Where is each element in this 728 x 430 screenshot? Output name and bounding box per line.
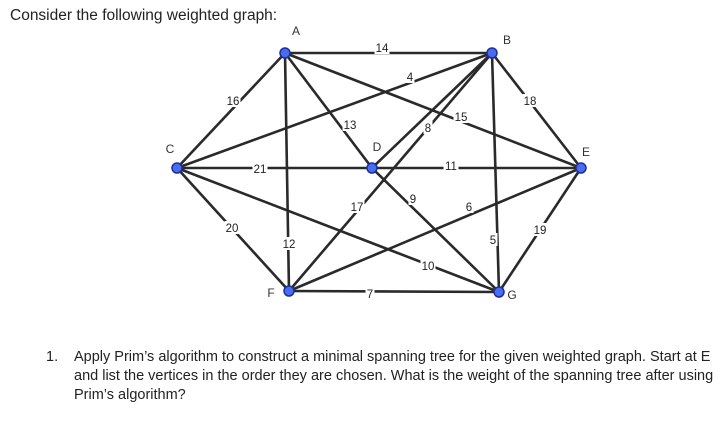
weight-label-f-g: 7 bbox=[367, 289, 373, 301]
vertex-g bbox=[493, 286, 505, 298]
weight-bg-c-d bbox=[252, 162, 268, 175]
edge-a-f bbox=[283, 52, 291, 292]
weight-bg-a-f bbox=[281, 237, 297, 250]
weighted-graph: 14 16 12 13 15 18 5 4 8 17 21 20 10 11 9 19 6 7 A B C D E F G bbox=[166, 24, 590, 302]
weight-label-c-d: 21 bbox=[254, 164, 267, 176]
question: 1. Apply Prim’s algorithm to construct a… bbox=[46, 348, 716, 405]
vertex-a bbox=[279, 47, 291, 59]
weight-label-c-g: 10 bbox=[422, 261, 435, 273]
weight-bg-c-f bbox=[224, 221, 240, 234]
vertices-layer: A B C D E F G bbox=[166, 24, 590, 302]
weight-label-e-f: 6 bbox=[466, 202, 472, 214]
intro-text: Consider the following weighted graph: bbox=[10, 7, 278, 24]
weight-bg-d-g bbox=[408, 192, 418, 205]
vertex-label-c: C bbox=[166, 142, 175, 156]
weight-label-a-e: 15 bbox=[455, 112, 468, 124]
weight-bg-f-g bbox=[365, 287, 375, 300]
vertex-label-g: G bbox=[507, 288, 516, 302]
weight-label-c-f: 20 bbox=[226, 223, 239, 235]
vertex-d bbox=[366, 162, 378, 174]
weights-layer: 14 16 12 13 15 18 5 4 8 17 21 20 10 11 9 19 6 7 bbox=[224, 41, 548, 301]
vertex-label-b: B bbox=[503, 33, 511, 47]
weight-bg-b-g bbox=[488, 233, 498, 246]
weight-bg-e-g bbox=[532, 223, 548, 236]
weight-label-b-f: 17 bbox=[351, 202, 364, 214]
weight-bg-a-c bbox=[225, 94, 241, 107]
vertex-b bbox=[486, 47, 498, 59]
edge-f-g bbox=[288, 289, 500, 294]
edge-a-d bbox=[283, 52, 374, 169]
edge-b-e bbox=[490, 52, 583, 169]
vertex-f bbox=[283, 285, 295, 297]
question-number: 1. bbox=[46, 349, 59, 365]
weight-label-e-g: 19 bbox=[534, 225, 547, 237]
weight-bg-d-e bbox=[443, 159, 459, 172]
edges-layer bbox=[176, 51, 583, 294]
weight-label-d-g: 9 bbox=[410, 194, 416, 206]
vertex-label-a: A bbox=[292, 24, 300, 38]
vertex-c bbox=[171, 162, 183, 174]
edge-b-g bbox=[490, 52, 501, 293]
weight-label-b-d: 8 bbox=[425, 123, 431, 135]
weight-label-b-e: 18 bbox=[524, 96, 537, 108]
weight-bg-a-e bbox=[453, 110, 469, 123]
weight-bg-b-c bbox=[405, 70, 415, 83]
weight-bg-c-g bbox=[420, 259, 436, 272]
weight-label-b-g: 5 bbox=[490, 235, 496, 247]
edge-b-c bbox=[176, 51, 493, 170]
question-text: Apply Prim’s algorithm to construct a mi… bbox=[74, 349, 714, 403]
edge-a-c bbox=[176, 52, 286, 169]
edge-b-d bbox=[371, 52, 493, 169]
weight-bg-b-e bbox=[522, 94, 538, 107]
weight-label-a-f: 12 bbox=[283, 239, 296, 251]
vertex-label-e: E bbox=[582, 145, 590, 159]
edge-e-f bbox=[288, 166, 582, 293]
weight-label-a-d: 13 bbox=[344, 120, 357, 132]
weight-bg-b-f bbox=[349, 200, 365, 213]
weight-bg-e-f bbox=[464, 200, 474, 213]
weight-label-d-e: 11 bbox=[445, 161, 457, 173]
weight-bg-b-d bbox=[423, 121, 433, 134]
weight-label-a-b: 14 bbox=[376, 43, 389, 55]
weight-bg-a-b bbox=[374, 41, 390, 54]
weight-bg-a-d bbox=[342, 118, 358, 131]
vertex-label-f: F bbox=[267, 286, 274, 300]
edge-b-f bbox=[288, 52, 493, 292]
weight-label-a-c: 16 bbox=[227, 96, 240, 108]
edge-c-g bbox=[176, 166, 500, 294]
vertex-label-d: D bbox=[373, 140, 382, 154]
weight-label-b-c: 4 bbox=[407, 72, 414, 84]
vertex-e bbox=[575, 162, 587, 174]
